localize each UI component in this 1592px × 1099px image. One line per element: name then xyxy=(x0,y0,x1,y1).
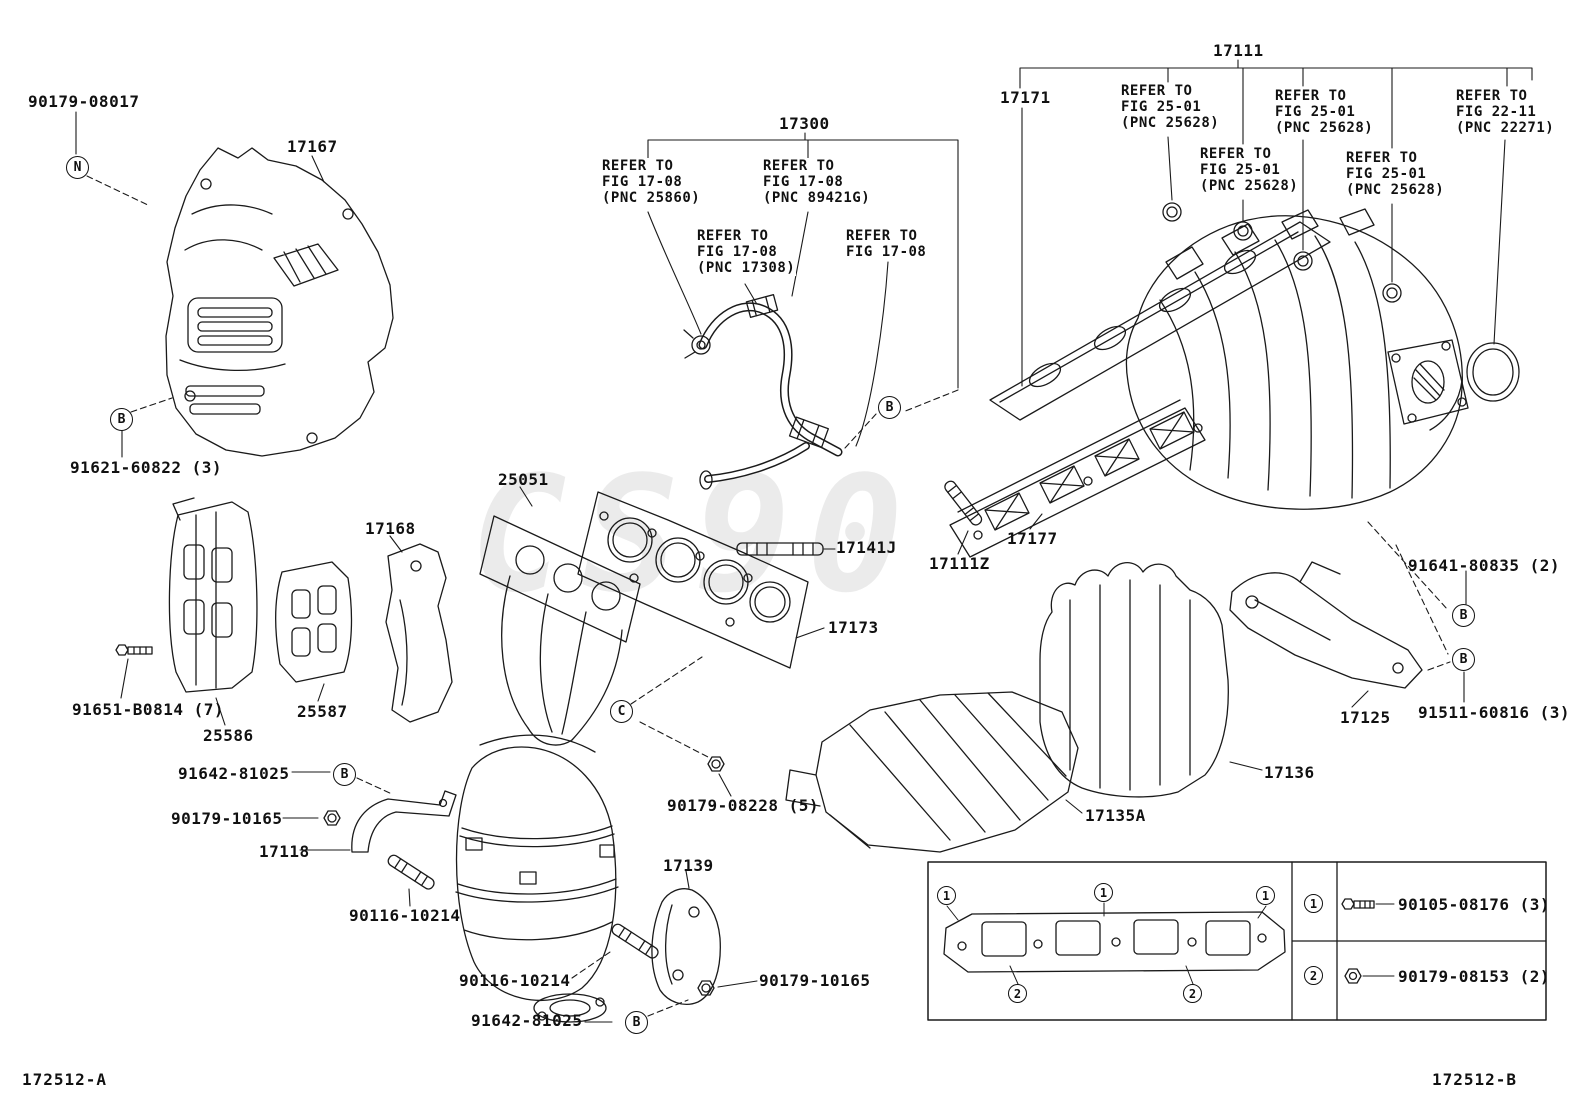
intake-gasket-17171 xyxy=(989,221,1331,421)
circled-marker-n: N xyxy=(66,156,89,179)
insulator-17135A xyxy=(785,691,1079,853)
hose-assembly-17300 xyxy=(683,293,843,490)
part-label-90116-10214-top: 90116-10214 xyxy=(349,906,461,925)
heat-shield-17167 xyxy=(165,147,394,457)
figure-code-right: 172512-B xyxy=(1432,1070,1518,1089)
nut-icon xyxy=(1344,968,1395,984)
cover-17136 xyxy=(1039,562,1229,798)
part-label-17139: 17139 xyxy=(663,856,714,875)
ref-note-fig17-08: REFER TO FIG 17-08 xyxy=(845,228,928,261)
bracket-17118 xyxy=(351,790,457,853)
figure-code-left: 172512-A xyxy=(22,1070,108,1089)
part-label-91621-60822: 91621-60822 (3) xyxy=(70,458,222,477)
intake-manifold-17111 xyxy=(1125,208,1469,510)
part-label-17141J: 17141J xyxy=(836,538,897,557)
circled-marker-c: C xyxy=(610,700,633,723)
bolt-icon xyxy=(1341,898,1395,910)
ref-note-fig25-01-c: REFER TO FIG 25-01 (PNC 25628) xyxy=(1199,146,1300,195)
fasteners xyxy=(115,644,725,996)
legend-gasket-marker-1b: 1 xyxy=(1094,883,1113,902)
ref-note-fig25-01-d: REFER TO FIG 25-01 (PNC 25628) xyxy=(1345,150,1446,199)
leader-lines xyxy=(75,59,1533,1023)
ref-note-fig25-01-a: REFER TO FIG 25-01 (PNC 25628) xyxy=(1120,83,1221,132)
part-label-17168: 17168 xyxy=(365,519,416,538)
circled-marker-b-hose: B xyxy=(878,396,901,419)
part-label-91642-81025-top: 91642-81025 xyxy=(178,764,290,783)
circled-marker-b-91642-bottom: B xyxy=(625,1011,648,1034)
intake-gasket-17177 xyxy=(949,399,1206,558)
insulator-25587 xyxy=(275,561,353,683)
part-label-17118: 17118 xyxy=(259,842,310,861)
manifold-stay-17125 xyxy=(1229,561,1423,689)
legend-row1-number: 1 xyxy=(1304,894,1323,913)
part-label-90116-10214-bottom: 90116-10214 xyxy=(459,971,571,990)
part-label-17135A: 17135A xyxy=(1085,806,1146,825)
part-label-91651-B0814: 91651-B0814 (7) xyxy=(72,700,224,719)
legend-gasket-marker-1c: 1 xyxy=(1256,886,1275,905)
part-label-17173: 17173 xyxy=(828,618,879,637)
exhaust-manifold-25051 xyxy=(455,515,641,1023)
part-label-17167: 17167 xyxy=(287,137,338,156)
part-label-17136: 17136 xyxy=(1264,763,1315,782)
circled-marker-b-91641: B xyxy=(1452,604,1475,627)
ref-note-fig17-08-pnc17308: REFER TO FIG 17-08 (PNC 17308) xyxy=(696,228,797,277)
part-label-17300: 17300 xyxy=(779,114,830,133)
part-label-90179-08228: 90179-08228 (5) xyxy=(667,796,819,815)
legend-gasket-marker-2a: 2 xyxy=(1008,984,1027,1003)
circled-marker-b-shield: B xyxy=(110,408,133,431)
part-label-25586: 25586 xyxy=(203,726,254,745)
part-label-91641-80835: 91641-80835 (2) xyxy=(1408,556,1560,575)
part-label-17111Z: 17111Z xyxy=(929,554,990,573)
ref-note-fig25-01-b: REFER TO FIG 25-01 (PNC 25628) xyxy=(1274,88,1375,137)
dashed-leader-lines xyxy=(86,175,1451,1017)
part-label-25587: 25587 xyxy=(297,702,348,721)
watermark: CS90 xyxy=(470,441,919,628)
ref-note-fig22-11: REFER TO FIG 22-11 (PNC 22271) xyxy=(1455,88,1556,137)
exhaust-gasket-17173 xyxy=(577,491,809,669)
insulator-17168 xyxy=(385,543,453,723)
part-label-91642-81025-bottom: 91642-81025 xyxy=(471,1011,583,1030)
legend-row2-number: 2 xyxy=(1304,966,1323,985)
circled-marker-b-91511: B xyxy=(1452,648,1475,671)
part-label-90179-10165-right: 90179-10165 xyxy=(759,971,871,990)
part-label-17111: 17111 xyxy=(1213,41,1264,60)
legend-row1-part-number: 90105-08176 (3) xyxy=(1398,895,1550,914)
part-label-90179-10165-left: 90179-10165 xyxy=(171,809,283,828)
part-label-91511-60816: 91511-60816 (3) xyxy=(1418,703,1570,722)
circled-marker-b-91642-top: B xyxy=(333,763,356,786)
part-label-25051: 25051 xyxy=(498,470,549,489)
part-label-17177: 17177 xyxy=(1007,529,1058,548)
legend-gasket-marker-2b: 2 xyxy=(1183,984,1202,1003)
stud-17141J xyxy=(736,542,824,556)
legend-gasket-marker-1a: 1 xyxy=(937,886,956,905)
part-label-90179-08017: 90179-08017 xyxy=(28,92,140,111)
part-label-17125: 17125 xyxy=(1340,708,1391,727)
legend-row2-part-number: 90179-08153 (2) xyxy=(1398,967,1550,986)
ref-note-fig17-08-pnc25860: REFER TO FIG 17-08 (PNC 25860) xyxy=(601,158,702,207)
stud-17111Z xyxy=(944,480,983,526)
part-label-17171: 17171 xyxy=(1000,88,1051,107)
ref-note-fig17-08-pnc89421G: REFER TO FIG 17-08 (PNC 89421G) xyxy=(762,158,872,207)
insulator-25586 xyxy=(168,497,258,693)
legend-table xyxy=(927,861,1547,1021)
o-rings xyxy=(1162,202,1520,402)
